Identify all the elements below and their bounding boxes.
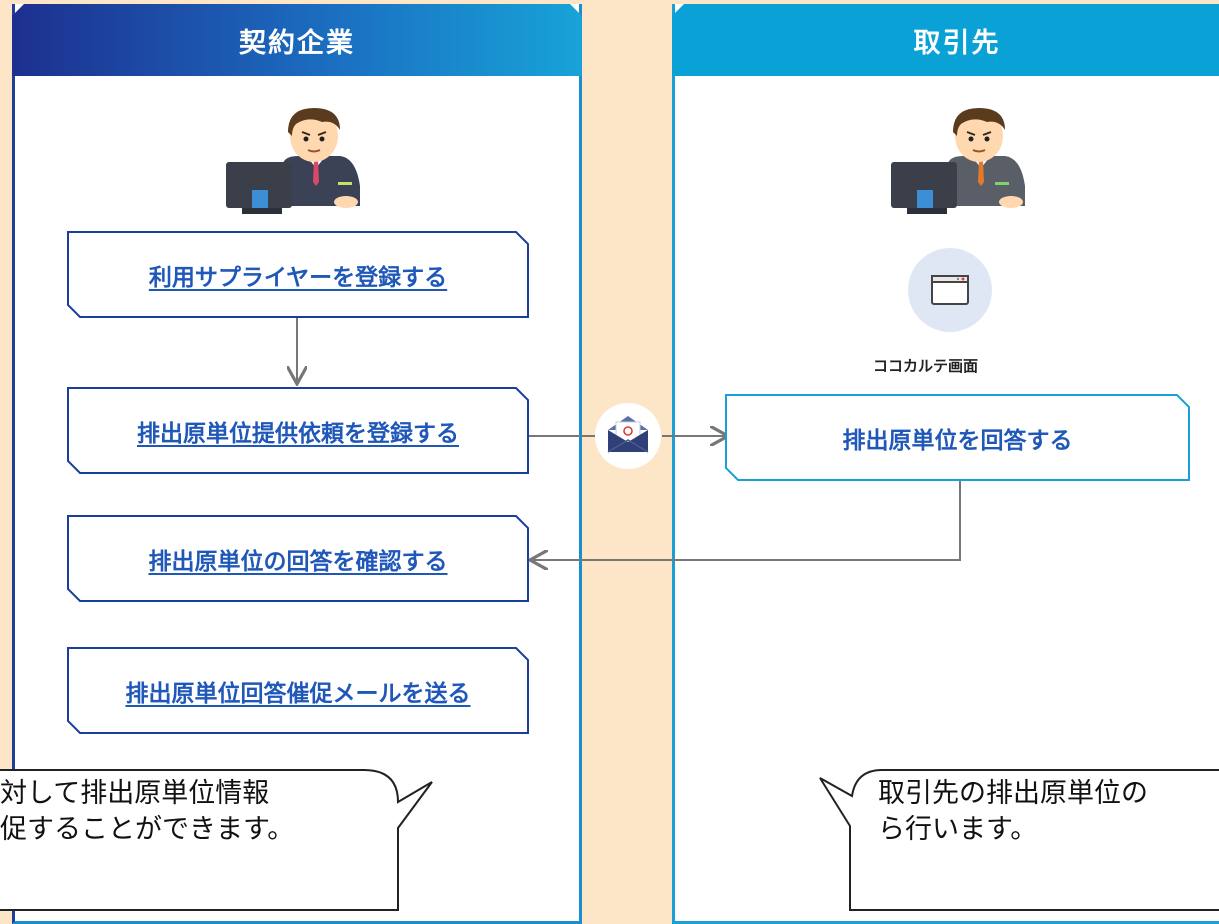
confirm-answer-link[interactable]: 排出原単位の回答を確認する — [148, 548, 448, 575]
contract-company-header: 契約企業 — [12, 4, 582, 76]
register-request-link[interactable]: 排出原単位提供依頼を登録する — [137, 420, 459, 447]
left-bubble-line-2: 促することができます。 — [0, 814, 295, 845]
right-speech-bubble: 取引先の排出原単位の ら行います。 — [818, 768, 1219, 911]
register-request-step[interactable]: 排出原単位提供依頼を登録する — [67, 387, 529, 474]
left-speech-bubble: 対して排出原単位情報 促することができます。 — [0, 768, 440, 911]
browser-window-icon — [908, 248, 992, 332]
supplier-header: 取引先 — [672, 4, 1219, 76]
register-supplier-step[interactable]: 利用サプライヤーを登録する — [67, 231, 529, 318]
screen-label: ココカルテ画面 — [873, 357, 979, 375]
businessman-at-computer-icon — [887, 106, 1035, 216]
send-reminder-link[interactable]: 排出原単位回答催促メールを送る — [125, 680, 471, 707]
email-envelope-icon — [594, 402, 662, 470]
right-bubble-line-1: 取引先の排出原単位の — [878, 778, 1148, 809]
answer-emission-step: 排出原単位を回答する — [725, 394, 1190, 481]
businessman-at-computer-icon — [222, 106, 370, 216]
confirm-answer-step[interactable]: 排出原単位の回答を確認する — [67, 515, 529, 602]
flow-connectors — [0, 318, 961, 903]
arrow-answer-to-confirm — [532, 480, 961, 560]
send-reminder-step[interactable]: 排出原単位回答催促メールを送る — [67, 647, 529, 734]
left-bubble-line-1: 対して排出原単位情報 — [0, 778, 270, 809]
right-bubble-line-2: ら行います。 — [878, 814, 1038, 845]
answer-emission-label: 排出原単位を回答する — [842, 427, 1073, 454]
register-supplier-link[interactable]: 利用サプライヤーを登録する — [148, 264, 448, 291]
